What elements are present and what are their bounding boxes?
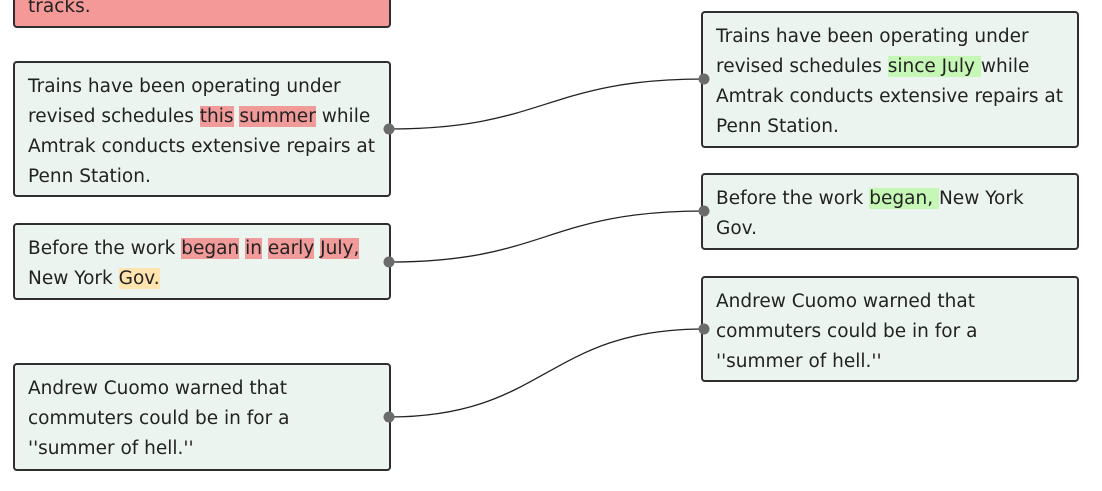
plain-text: while Amtrak conducts extensive repairs … <box>716 56 1063 137</box>
sentence-text: Before the work began, New York Gov. <box>716 188 1024 239</box>
connector-dot-right <box>698 73 710 85</box>
sentence-text: Trains have been operating under revised… <box>716 26 1063 137</box>
deleted-word: in <box>245 238 262 259</box>
right-sentence-3: Andrew Cuomo warned that commuters could… <box>701 276 1079 382</box>
connector-dot-right <box>698 323 710 335</box>
deleted-word: early <box>267 238 315 259</box>
plain-text: while Amtrak conducts extensive repairs … <box>28 106 375 187</box>
sentence-text: Andrew Cuomo warned that commuters could… <box>716 291 977 372</box>
deleted-word: July, <box>320 238 360 259</box>
connector-dot-left <box>383 256 395 268</box>
plain-text: tracks. <box>28 0 91 17</box>
connector-dot-left <box>383 123 395 135</box>
plain-text: Andrew Cuomo warned that commuters could… <box>28 378 290 459</box>
added-words: began, <box>869 188 939 209</box>
left-sentence-3: Andrew Cuomo warned that commuters could… <box>13 363 391 471</box>
plain-text: Before the work <box>716 188 870 209</box>
connector-dot-left <box>383 411 395 423</box>
connector-line <box>388 210 705 263</box>
connector-dot-right <box>698 205 710 217</box>
deleted-word: this <box>199 106 234 127</box>
left-sentence-0: tracks. <box>13 0 391 28</box>
modified-word: Gov. <box>118 268 160 289</box>
right-sentence-2: Before the work began, New York Gov. <box>701 173 1079 250</box>
connector-line <box>388 328 705 418</box>
link-1 <box>383 73 710 135</box>
link-2 <box>383 205 710 268</box>
left-sentence-1: Trains have been operating under revised… <box>13 61 391 197</box>
added-words: since July <box>887 56 981 77</box>
plain-text: Trains have been operating under revised… <box>28 76 341 127</box>
sentence-text: tracks. <box>28 0 91 17</box>
connector-line <box>388 78 705 130</box>
sentence-text: Andrew Cuomo warned that commuters could… <box>28 378 289 459</box>
plain-text: Trains have been operating under revised… <box>716 26 1029 77</box>
plain-text: Before the work <box>28 238 182 259</box>
deleted-word: began <box>181 238 240 259</box>
sentence-text: Before the work began in early July, New… <box>28 238 360 289</box>
right-sentence-1: Trains have been operating under revised… <box>701 11 1079 148</box>
left-sentence-2: Before the work began in early July, New… <box>13 223 391 300</box>
deleted-word: summer <box>239 106 316 127</box>
link-3 <box>383 323 710 423</box>
plain-text: New York Gov. <box>716 188 1024 239</box>
plain-text: Andrew Cuomo warned that commuters could… <box>716 291 978 372</box>
plain-text: New York <box>28 268 119 289</box>
sentence-text: Trains have been operating under revised… <box>28 76 375 187</box>
